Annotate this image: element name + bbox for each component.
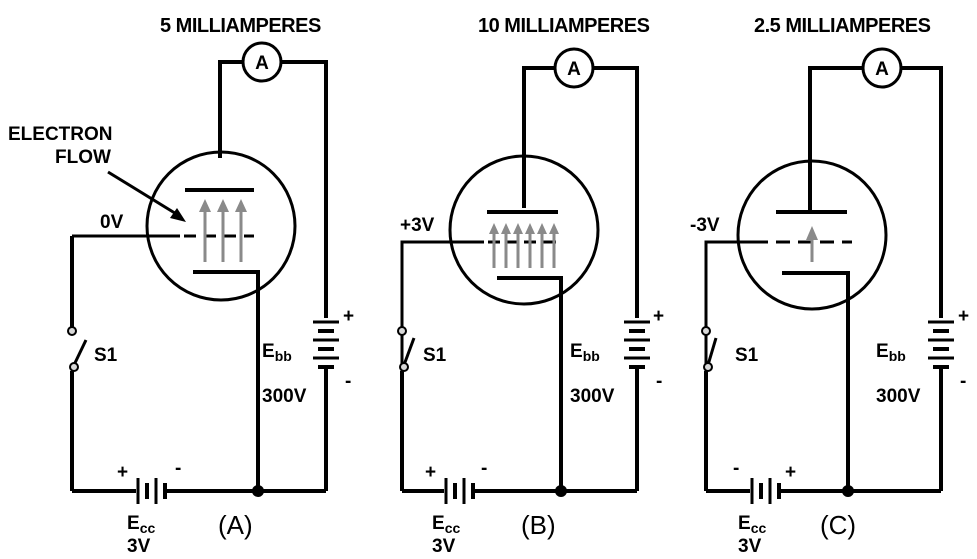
- grid-supply-label: Ecc: [738, 513, 766, 536]
- vacuum-tube-envelope: [145, 150, 297, 302]
- plate-supply-voltage: 300V: [570, 386, 615, 407]
- plate-battery-icon: [313, 320, 339, 491]
- switch-contact-bottom: [703, 362, 713, 372]
- plate-supply-label: Ebb: [570, 341, 600, 364]
- switch-label: S1: [94, 345, 118, 366]
- grid-bias-label: 0V: [100, 212, 124, 233]
- plate-supply-voltage: 300V: [876, 386, 921, 407]
- circuit-c-title: 2.5 MILLIAMPERES: [754, 15, 931, 37]
- grid-supply-label: Ecc: [432, 513, 460, 536]
- electron-flow-arrows: [806, 226, 818, 262]
- battery-plus-sign: +: [343, 306, 354, 327]
- pointer-arrowhead: [170, 208, 186, 222]
- circuit-b-title: 10 MILLIAMPERES: [478, 15, 650, 37]
- grid-battery-plus: +: [425, 462, 436, 483]
- grid-battery-minus: -: [481, 458, 487, 479]
- grid-supply-voltage: 3V: [127, 536, 151, 557]
- switch-contact-top: [67, 326, 77, 336]
- cathode-electrode: [193, 270, 260, 491]
- ammeter-icon: [241, 41, 283, 83]
- electron-flow-label-line2: FLOW: [55, 147, 111, 168]
- grid-bias-label: -3V: [690, 215, 720, 236]
- ammeter-to-battery-wire: [282, 60, 328, 318]
- plate-battery-icon: [928, 320, 954, 491]
- electron-flow-pointer: [107, 170, 179, 217]
- plate-supply-label: Ebb: [876, 341, 906, 364]
- switch-lever: [72, 339, 88, 366]
- circuit-c: 2.5 MILLIAMPERES A -3V S1: [690, 15, 969, 557]
- grid-battery-icon: [444, 478, 475, 504]
- battery-minus-sign: -: [656, 371, 662, 392]
- vacuum-tube-envelope: [736, 159, 888, 311]
- grid-battery-minus: -: [733, 458, 739, 479]
- electron-flow-label-line1: ELECTRON: [8, 124, 113, 145]
- ammeter-icon: [861, 47, 903, 89]
- switch-lever: [402, 337, 416, 366]
- ammeter-to-battery-wire: [594, 66, 639, 318]
- ammeter-label: A: [567, 59, 581, 80]
- grid-battery-plus: +: [785, 462, 796, 483]
- grid-supply-voltage: 3V: [432, 536, 456, 557]
- ammeter-label: A: [255, 53, 269, 74]
- ammeter-to-battery-wire: [902, 66, 943, 318]
- plate-lead-wire: [522, 66, 554, 208]
- figure-label: (B): [521, 510, 556, 540]
- switch-label: S1: [735, 345, 759, 366]
- grid-supply-voltage: 3V: [738, 536, 762, 557]
- electron-flow-arrows: [199, 199, 247, 262]
- grid-battery-minus: -: [175, 458, 181, 479]
- circuit-b: 10 MILLIAMPERES A +3V S1: [397, 15, 664, 557]
- plate-supply-voltage: 300V: [262, 386, 307, 407]
- battery-minus-sign: -: [345, 371, 351, 392]
- switch-lever: [706, 337, 718, 366]
- switch-contact-bottom: [69, 362, 79, 372]
- cathode-electrode: [497, 276, 563, 491]
- grid-battery-icon: [136, 478, 167, 504]
- junction-dot: [555, 485, 567, 497]
- cathode-electrode: [782, 271, 850, 491]
- plate-lead-wire: [808, 66, 862, 212]
- circuit-a-title: 5 MILLIAMPERES: [160, 15, 321, 37]
- junction-dot: [842, 485, 854, 497]
- ammeter-label: A: [875, 59, 889, 80]
- switch-label: S1: [423, 345, 447, 366]
- ammeter-icon: [553, 47, 595, 89]
- grid-bias-label: +3V: [400, 215, 435, 236]
- plate-battery-icon: [624, 320, 650, 491]
- switch-contact-top: [397, 326, 407, 336]
- vacuum-tube-envelope: [448, 154, 600, 306]
- switch-contact-bottom: [399, 362, 409, 372]
- grid-supply-label: Ecc: [127, 513, 155, 536]
- plate-supply-label: Ebb: [262, 341, 292, 364]
- battery-plus-sign: +: [653, 306, 664, 327]
- figure-label: (A): [218, 510, 253, 540]
- figure-label: (C): [820, 510, 856, 540]
- plate-lead-wire: [218, 60, 242, 158]
- grid-battery-plus: +: [117, 462, 128, 483]
- circuit-a: 5 MILLIAMPERES A 0V ELECTRON FLOW: [8, 15, 354, 557]
- switch-contact-top: [701, 326, 711, 336]
- battery-plus-sign: +: [958, 306, 969, 327]
- grid-battery-icon: [750, 478, 781, 504]
- battery-minus-sign: -: [960, 371, 966, 392]
- junction-dot: [252, 485, 264, 497]
- electron-flow-arrows: [489, 223, 559, 268]
